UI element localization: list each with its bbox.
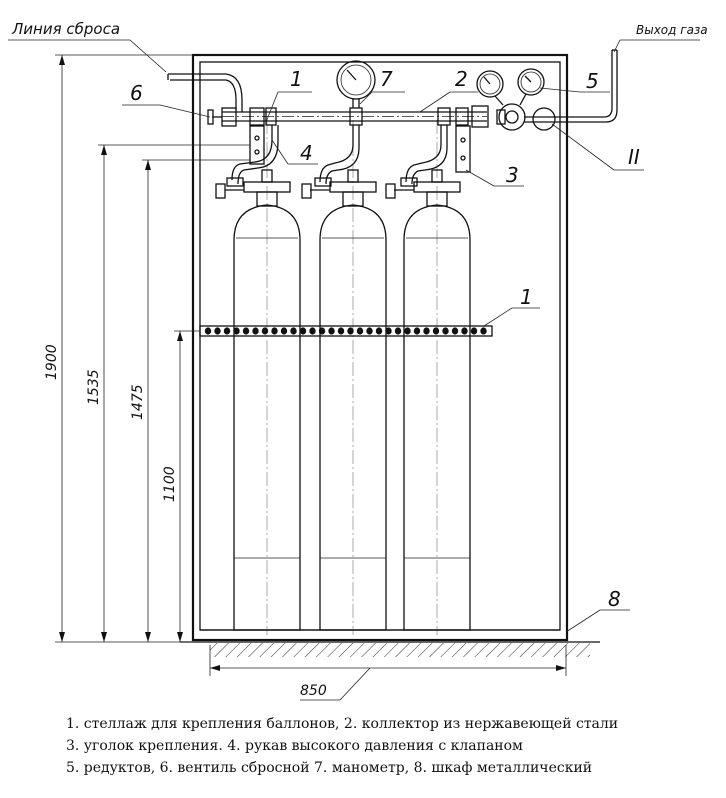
callout-6: 6	[130, 81, 143, 105]
reducer	[476, 49, 618, 131]
callout-II: II	[628, 145, 640, 169]
rack-hole	[385, 327, 392, 335]
cylinder-rack	[199, 325, 493, 337]
callout-1-collector-fitting: 1	[290, 67, 303, 91]
rack-hole	[394, 327, 402, 335]
callout-8: 8	[608, 587, 621, 611]
reset-line-label: Линия сброса	[11, 20, 120, 38]
dim-1100: 1100	[162, 466, 178, 502]
leaders	[8, 39, 700, 633]
rack-hole	[214, 327, 221, 335]
rack-hole	[375, 327, 383, 335]
dim-850: 850	[300, 683, 327, 699]
rack-hole	[366, 327, 373, 335]
rack-hole	[290, 327, 297, 335]
rack-hole	[271, 327, 278, 335]
callout-3: 3	[506, 163, 519, 187]
rack-hole	[356, 327, 364, 335]
reset-valve	[167, 73, 243, 127]
rack-hole	[480, 327, 487, 335]
rack-hole	[242, 327, 250, 335]
cylinder-2	[319, 169, 387, 631]
rack-hole	[252, 327, 259, 335]
rack-hole	[442, 327, 449, 335]
rack-hole	[423, 327, 430, 335]
dimension-lines	[55, 54, 567, 701]
rack-hole	[404, 327, 411, 335]
rack-hole	[337, 327, 345, 335]
rack-hole	[261, 327, 269, 335]
cylinder-1	[233, 169, 301, 631]
collector	[222, 105, 489, 128]
rack-hole	[318, 327, 326, 335]
rack-hole	[309, 327, 316, 335]
manometer	[336, 60, 376, 108]
legend-line-2: 3. уголок крепления. 4. рукав высокого д…	[66, 738, 523, 754]
rack-hole	[432, 327, 440, 335]
rack-hole	[461, 327, 468, 335]
cylinder-valves	[215, 183, 414, 199]
dim-1475: 1475	[130, 384, 146, 420]
cylinder-3	[403, 169, 471, 631]
rack-hole	[280, 327, 288, 335]
legend-line-3: 5. редуктов, 6. вентиль сбросной 7. мано…	[66, 760, 593, 776]
cabinet-outline	[191, 53, 569, 642]
rack-hole	[299, 327, 307, 335]
legend-line-1: 1. стеллаж для крепления баллонов, 2. ко…	[66, 716, 619, 732]
high-pressure-hoses	[226, 125, 448, 187]
rack-hole	[328, 327, 335, 335]
rack-hole	[204, 327, 212, 335]
dim-1900: 1900	[44, 344, 60, 380]
callout-5: 5	[586, 69, 599, 93]
rack-hole	[233, 327, 240, 335]
callout-7: 7	[380, 67, 393, 91]
mounting-angles	[249, 125, 471, 173]
callout-1-rack: 1	[520, 285, 533, 309]
callout-4: 4	[300, 141, 313, 165]
rack-hole	[413, 327, 421, 335]
rack-hole	[451, 327, 459, 335]
dim-1535: 1535	[86, 369, 102, 405]
cylinder-axes	[266, 120, 438, 635]
rack-hole	[470, 327, 478, 335]
gas-outlet-label: Выход газа	[636, 23, 708, 37]
callout-2: 2	[455, 67, 468, 91]
floor	[180, 641, 600, 657]
rack-hole	[347, 327, 354, 335]
rack-hole	[223, 327, 231, 335]
